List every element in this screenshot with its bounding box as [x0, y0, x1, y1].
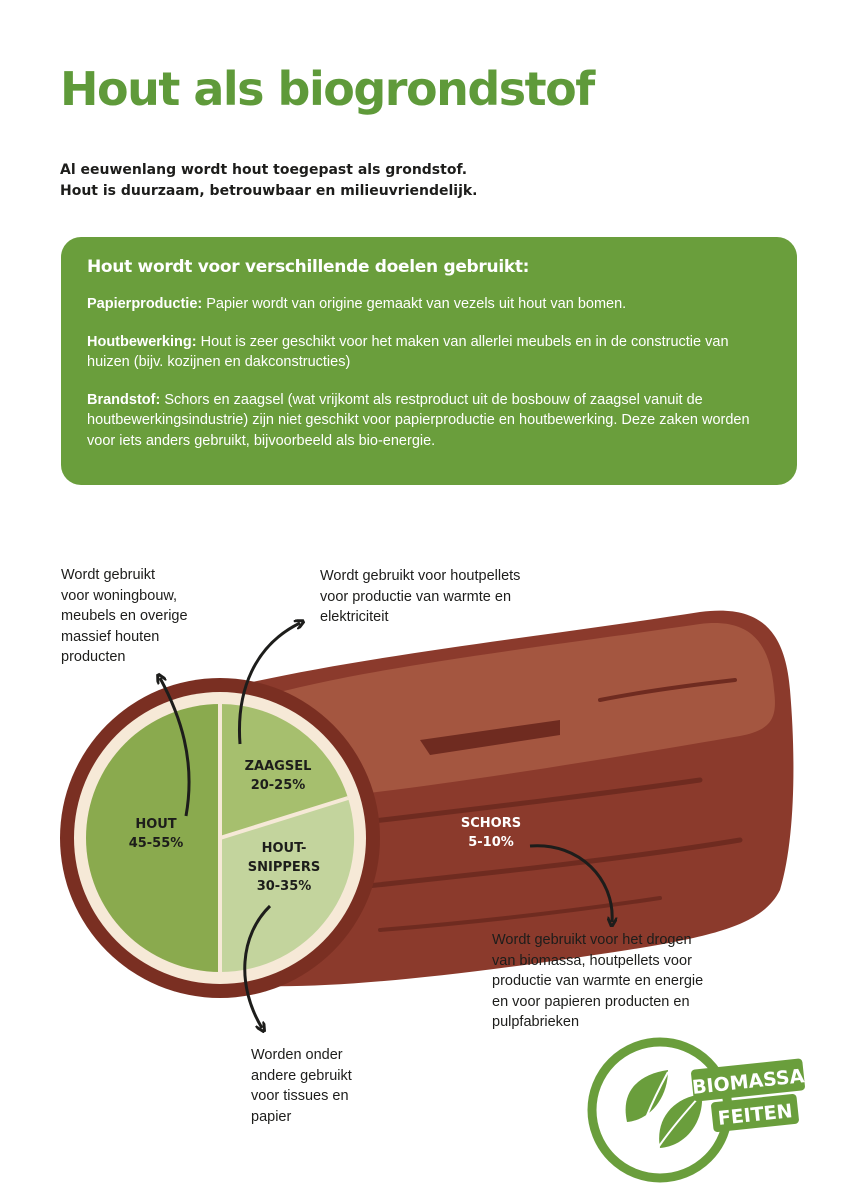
bark-groove	[378, 896, 662, 932]
note-line: papier	[251, 1108, 292, 1125]
biomassa-feiten-logo: BIOMASSA FEITEN	[587, 1037, 806, 1183]
label-hout-value: 45-55%	[128, 836, 184, 851]
note-line: Worden onder	[251, 1047, 343, 1063]
label-schors: SCHORS 5-10%	[446, 814, 536, 852]
arrow-hout	[160, 678, 191, 817]
label-schors-value: 5-10%	[468, 835, 514, 850]
label-zaagsel: ZAAGSEL 20-25%	[230, 757, 326, 795]
label-zaagsel-value: 20-25%	[250, 778, 306, 793]
intro-line-2: Hout is duurzaam, betrouwbaar en milieuv…	[60, 183, 478, 199]
note-line: elektriciteit	[320, 609, 389, 625]
note-line: Wordt gebruikt voor houtpellets	[320, 568, 521, 584]
info-item-houtbewerking: Houtbewerking: Hout is zeer geschikt voo…	[87, 332, 771, 373]
intro-line-1: Al eeuwenlang wordt hout toegepast als g…	[60, 162, 468, 178]
note-line: massief houten	[61, 628, 160, 645]
info-term: Houtbewerking:	[87, 333, 197, 350]
info-item-papierproductie: Papierproductie: Papier wordt van origin…	[87, 294, 771, 315]
bark-groove	[327, 837, 743, 893]
note-line: Wordt gebruikt	[61, 567, 156, 583]
leaf-icon	[659, 1094, 703, 1148]
note-snippers: Worden onder andere gebruikt voor tissue…	[251, 1045, 352, 1127]
arrow-zaagsel	[237, 623, 300, 745]
note-line: voor woningbouw,	[61, 587, 178, 604]
segment-hout	[86, 704, 220, 972]
label-hout-name: HOUT	[135, 817, 177, 832]
note-line: voor tissues en	[251, 1088, 349, 1104]
bark-groove	[598, 678, 737, 702]
bark-highlight	[250, 623, 775, 800]
leaf-icon	[625, 1070, 668, 1122]
intro-text: Al eeuwenlang wordt hout toegepast als g…	[60, 160, 478, 202]
note-hout: Wordt gebruikt voor woningbouw, meubels …	[61, 565, 188, 668]
page-title: Hout als biogrondstof	[60, 62, 595, 116]
info-box: Hout wordt voor verschillende doelen geb…	[61, 237, 797, 485]
info-term: Papierproductie:	[87, 296, 203, 312]
arrow-snippers	[243, 904, 272, 1028]
label-snippers-name-1: HOUT-	[261, 841, 307, 856]
note-line: productie van warmte en energie	[492, 973, 704, 989]
info-text: Papier wordt van origine gemaakt van vez…	[202, 296, 627, 312]
note-line: voor productie van warmte en	[320, 588, 512, 605]
label-hout: HOUT 45-55%	[118, 815, 194, 853]
info-text: Schors en zaagsel (wat vrijkomt als rest…	[87, 391, 750, 449]
note-line: van biomassa, houtpellets voor	[492, 952, 692, 969]
label-schors-name: SCHORS	[460, 816, 522, 831]
segment-divider	[219, 796, 349, 840]
label-zaagsel-name: ZAAGSEL	[244, 759, 312, 774]
arrow-schors	[529, 844, 612, 922]
info-box-title: Hout wordt voor verschillende doelen geb…	[87, 257, 530, 277]
label-snippers: HOUT- SNIPPERS 30-35%	[236, 839, 332, 896]
label-snippers-name-2: SNIPPERS	[247, 860, 321, 875]
note-line: Wordt gebruikt voor het drogen	[492, 932, 692, 948]
note-line: en voor papieren producten en	[492, 993, 690, 1010]
note-zaagsel: Wordt gebruikt voor houtpellets voor pro…	[320, 566, 520, 628]
note-line: pulpfabrieken	[492, 1014, 580, 1030]
bark-groove	[420, 720, 560, 755]
note-line: producten	[61, 649, 126, 665]
info-item-brandstof: Brandstof: Schors en zaagsel (wat vrijko…	[87, 390, 771, 452]
note-line: andere gebruikt	[251, 1067, 352, 1084]
segment-zaagsel	[220, 703, 348, 838]
label-snippers-value: 30-35%	[256, 879, 312, 894]
note-line: meubels en overige	[61, 608, 188, 624]
note-schors: Wordt gebruikt voor het drogen van bioma…	[492, 930, 703, 1033]
info-term: Brandstof:	[87, 391, 161, 408]
info-text: Hout is zeer geschikt voor het maken van…	[87, 333, 729, 371]
